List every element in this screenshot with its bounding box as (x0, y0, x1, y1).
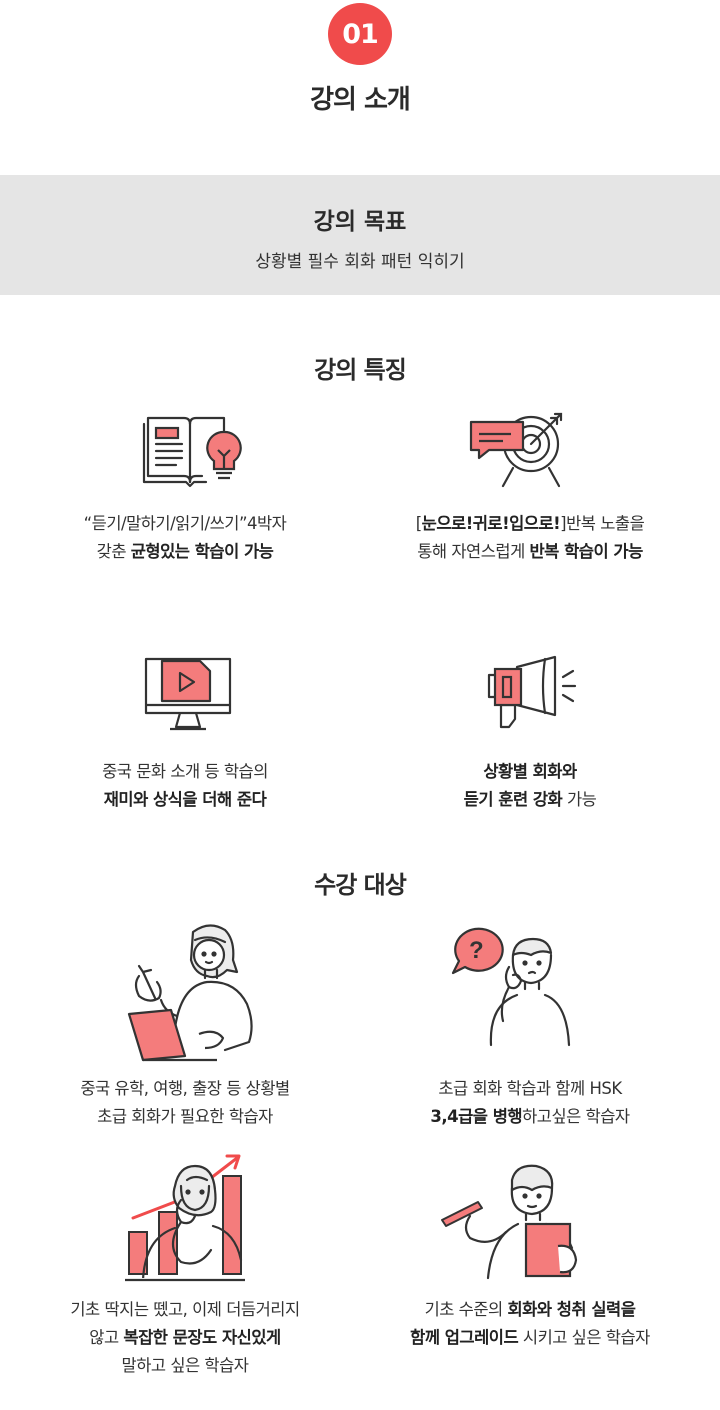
feature-desc-1: “듣기/말하기/읽기/쓰기”4박자 갖춘 균형있는 학습이 가능 (83, 514, 287, 561)
student-laptop-icon (127, 924, 253, 1062)
pen-clipboard-person-icon (441, 1164, 578, 1280)
features-title: 강의 특징 (314, 356, 407, 384)
page-title: 강의 소개 (310, 85, 411, 115)
speech-target-icon (469, 412, 563, 488)
goal-title: 강의 목표 (313, 209, 407, 235)
goal-band: 강의 목표 상황별 필수 회화 패턴 익히기 (0, 175, 720, 295)
megaphone-icon (487, 655, 577, 729)
section-number-badge: 01 (328, 3, 392, 65)
question-person-icon: ? (451, 927, 571, 1047)
book-lightbulb-icon (142, 416, 242, 488)
target-desc-2: 초급 회화 학습과 함께 HSK 3,4급을 병행하고싶은 학습자 (430, 1079, 630, 1126)
feature-desc-2: [눈으로!귀로!입으로!]반복 노출을 통해 자연스럽게 반복 학습이 가능 (415, 514, 645, 561)
video-monitor-icon (144, 657, 232, 731)
feature-desc-4: 상황별 회화와 듣기 훈련 강화 가능 (463, 762, 597, 809)
feature-desc-3: 중국 문화 소개 등 학습의 재미와 상식을 더해 준다 (102, 762, 268, 809)
target-desc-1: 중국 유학, 여행, 출장 등 상황별 초급 회화가 필요한 학습자 (80, 1079, 290, 1126)
goal-text: 상황별 필수 회화 패턴 익히기 (255, 252, 465, 272)
growth-chart-person-icon (125, 1154, 245, 1283)
svg-text:?: ? (469, 937, 484, 964)
target-desc-3: 기초 딱지는 뗐고, 이제 더듬거리지 않고 복잡한 문장도 자신있게 말하고 … (70, 1300, 300, 1375)
targets-title: 수강 대상 (314, 871, 407, 899)
target-desc-4: 기초 수준의 회화와 청취 실력을 함께 업그레이드 시키고 싶은 학습자 (410, 1300, 650, 1347)
